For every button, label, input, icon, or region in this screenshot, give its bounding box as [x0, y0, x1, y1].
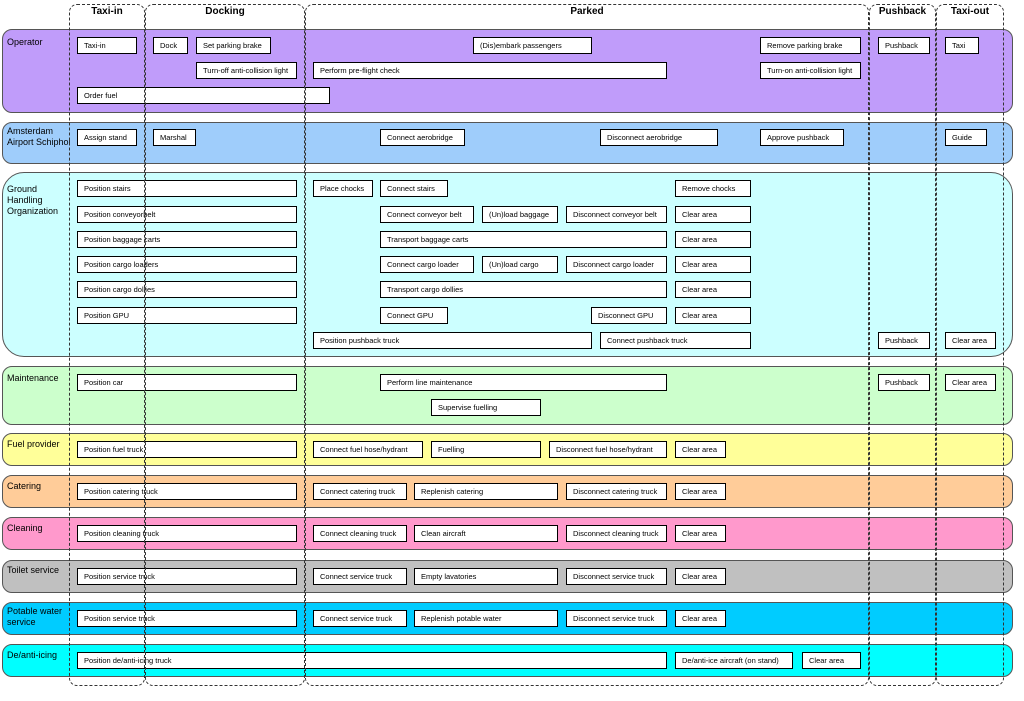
lane-label-potable-water-service: Potable water service [7, 606, 63, 627]
activity-replenish-catering: Replenish catering [414, 483, 558, 500]
activity-guide: Guide [945, 129, 987, 146]
activity-remove-parking-brake: Remove parking brake [760, 37, 861, 54]
activity-clear-area: Clear area [675, 206, 751, 223]
lane-label-ground-handling-organization: Ground Handling Organization [7, 184, 59, 216]
lane-label-maintenance: Maintenance [7, 373, 59, 383]
activity-perform-line-maintenance: Perform line maintenance [380, 374, 667, 391]
activity-disconnect-conveyor-belt: Disconnect conveyor belt [566, 206, 667, 223]
activity-position-car: Position car [77, 374, 297, 391]
activity-pushback: Pushback [878, 332, 930, 349]
activity-position-catering-truck: Position catering truck [77, 483, 297, 500]
activity-position-service-truck: Position service truck [77, 610, 297, 627]
lane-label-fuel-provider: Fuel provider [7, 439, 60, 449]
activity-position-gpu: Position GPU [77, 307, 297, 324]
activity-connect-fuel-hose-hydrant: Connect fuel hose/hydrant [313, 441, 423, 458]
activity-turn-off-anti-collision-light: Turn-off anti-collision light [196, 62, 297, 79]
activity-set-parking-brake: Set parking brake [196, 37, 271, 54]
phase-header-pushback: Pushback [878, 6, 927, 17]
phase-header-taxi-in: Taxi-in [91, 6, 123, 17]
activity-disconnect-gpu: Disconnect GPU [591, 307, 667, 324]
activity-disconnect-service-truck: Disconnect service truck [566, 610, 667, 627]
activity-position-de-anti-icing-truck: Position de/anti-icing truck [77, 652, 667, 669]
activity-disconnect-aerobridge: Disconnect aerobridge [600, 129, 718, 146]
activity-empty-lavatories: Empty lavatories [414, 568, 558, 585]
activity-place-chocks: Place chocks [313, 180, 373, 197]
activity-position-conveyorbelt: Position conveyorbelt [77, 206, 297, 223]
activity-connect-service-truck: Connect service truck [313, 610, 407, 627]
activity-clear-area: Clear area [675, 256, 751, 273]
activity-remove-chocks: Remove chocks [675, 180, 751, 197]
activity-transport-baggage-carts: Transport baggage carts [380, 231, 667, 248]
activity-taxi-in: Taxi-in [77, 37, 137, 54]
activity-connect-stairs: Connect stairs [380, 180, 448, 197]
activity-position-cargo-loaders: Position cargo loaders [77, 256, 297, 273]
activity-clear-area: Clear area [675, 231, 751, 248]
activity-clear-area: Clear area [675, 281, 751, 298]
activity-clear-area: Clear area [675, 525, 726, 542]
activity-connect-pushback-truck: Connect pushback truck [600, 332, 751, 349]
lane-label-toilet-service: Toilet service [7, 565, 60, 575]
activity-position-baggage-carts: Position baggage carts [77, 231, 297, 248]
activity-dis-embark-passengers: (Dis)embark passengers [473, 37, 592, 54]
activity-pushback: Pushback [878, 374, 930, 391]
activity-connect-catering-truck: Connect catering truck [313, 483, 407, 500]
lane-label-operator: Operator [7, 37, 43, 47]
activity-clear-area: Clear area [675, 610, 726, 627]
activity-clean-aircraft: Clean aircraft [414, 525, 558, 542]
activity-assign-stand: Assign stand [77, 129, 137, 146]
activity-order-fuel: Order fuel [77, 87, 330, 104]
activity-transport-cargo-dollies: Transport cargo dollies [380, 281, 667, 298]
activity-connect-cleaning-truck: Connect cleaning truck [313, 525, 407, 542]
phase-header-parked: Parked [570, 6, 604, 17]
activity-clear-area: Clear area [675, 307, 751, 324]
activity-clear-area: Clear area [675, 441, 726, 458]
activity-position-stairs: Position stairs [77, 180, 297, 197]
lane-label-amsterdam-airport-schiphol: Amsterdam Airport Schiphol [7, 126, 71, 147]
activity-de-anti-ice-aircraft-on-stand: De/anti-ice aircraft (on stand) [675, 652, 793, 669]
activity-disconnect-cargo-loader: Disconnect cargo loader [566, 256, 667, 273]
lane-label-cleaning: Cleaning [7, 523, 43, 533]
lane-label-catering: Catering [7, 481, 42, 491]
activity-supervise-fuelling: Supervise fuelling [431, 399, 541, 416]
activity-disconnect-fuel-hose-hydrant: Disconnect fuel hose/hydrant [549, 441, 667, 458]
activity-position-pushback-truck: Position pushback truck [313, 332, 592, 349]
activity-connect-conveyor-belt: Connect conveyor belt [380, 206, 474, 223]
activity-connect-gpu: Connect GPU [380, 307, 448, 324]
activity-un-load-baggage: (Un)load baggage [482, 206, 558, 223]
activity-connect-cargo-loader: Connect cargo loader [380, 256, 474, 273]
activity-disconnect-cleaning-truck: Disconnect cleaning truck [566, 525, 667, 542]
activity-connect-aerobridge: Connect aerobridge [380, 129, 465, 146]
activity-position-service-truck: Position service truck [77, 568, 297, 585]
activity-clear-area: Clear area [675, 568, 726, 585]
activity-dock: Dock [153, 37, 188, 54]
activity-turn-on-anti-collision-light: Turn-on anti-collision light [760, 62, 861, 79]
activity-disconnect-catering-truck: Disconnect catering truck [566, 483, 667, 500]
phase-header-docking: Docking [205, 6, 245, 17]
activity-fuelling: Fuelling [431, 441, 541, 458]
activity-clear-area: Clear area [802, 652, 861, 669]
activity-pushback: Pushback [878, 37, 930, 54]
activity-clear-area: Clear area [945, 332, 996, 349]
activity-marshal: Marshal [153, 129, 196, 146]
activity-disconnect-service-truck: Disconnect service truck [566, 568, 667, 585]
activity-replenish-potable-water: Replenish potable water [414, 610, 558, 627]
phase-header-taxi-out: Taxi-out [950, 6, 990, 17]
activity-connect-service-truck: Connect service truck [313, 568, 407, 585]
activity-taxi: Taxi [945, 37, 979, 54]
activity-clear-area: Clear area [945, 374, 996, 391]
activity-approve-pushback: Approve pushback [760, 129, 844, 146]
activity-perform-pre-flight-check: Perform pre-flight check [313, 62, 667, 79]
activity-position-cleaning-truck: Position cleaning truck [77, 525, 297, 542]
activity-position-cargo-dollies: Position cargo dollies [77, 281, 297, 298]
lane-label-de-anti-icing: De/anti-icing [7, 650, 58, 660]
activity-position-fuel-truck: Position fuel truck [77, 441, 297, 458]
activity-un-load-cargo: (Un)load cargo [482, 256, 558, 273]
activity-clear-area: Clear area [675, 483, 726, 500]
